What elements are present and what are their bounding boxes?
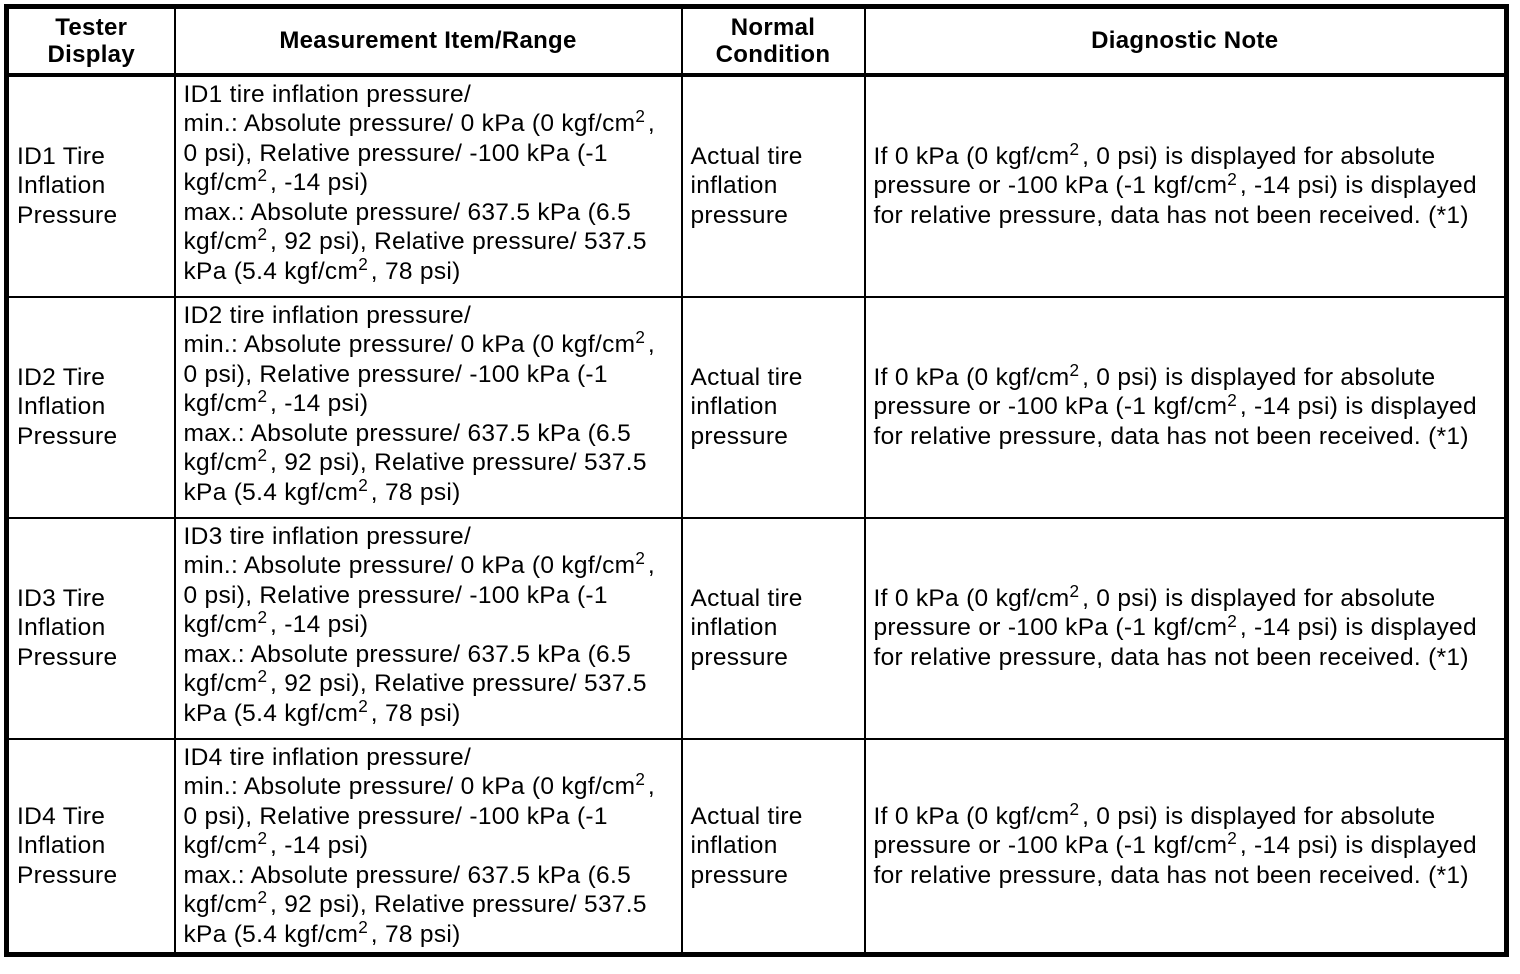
header-row: Tester Display Measurement Item/Range No… <box>5 5 1508 77</box>
table-row-id4: ID4 Tire Inflation Pressure ID4 tire inf… <box>5 737 1508 956</box>
cell-diagnostic-note: If 0 kPa (0 kgf/cm2, 0 psi) is displayed… <box>863 516 1508 740</box>
col-header-measurement-item-range: Measurement Item/Range <box>173 5 683 77</box>
cell-normal-condition: Actual tire inflation pressure <box>680 516 866 740</box>
col-header-normal-condition: Normal Condition <box>680 5 866 77</box>
cell-normal-condition: Actual tire inflation pressure <box>680 737 866 956</box>
table-body: ID1 Tire Inflation Pressure ID1 tire inf… <box>5 73 1508 956</box>
table-row-id1: ID1 Tire Inflation Pressure ID1 tire inf… <box>5 73 1508 298</box>
cell-tester-display: ID4 Tire Inflation Pressure <box>5 737 176 956</box>
cell-normal-condition: Actual tire inflation pressure <box>680 73 866 298</box>
cell-tester-display: ID1 Tire Inflation Pressure <box>5 73 176 298</box>
cell-measurement-item-range: ID4 tire inflation pressure/ min.: Absol… <box>173 737 683 956</box>
col-header-tester-display: Tester Display <box>5 5 176 77</box>
table-row-id2: ID2 Tire Inflation Pressure ID2 tire inf… <box>5 295 1508 519</box>
cell-tester-display: ID3 Tire Inflation Pressure <box>5 516 176 740</box>
table-row-id3: ID3 Tire Inflation Pressure ID3 tire inf… <box>5 516 1508 740</box>
cell-measurement-item-range: ID1 tire inflation pressure/ min.: Absol… <box>173 73 683 298</box>
cell-normal-condition: Actual tire inflation pressure <box>680 295 866 519</box>
cell-diagnostic-note: If 0 kPa (0 kgf/cm2, 0 psi) is displayed… <box>863 73 1508 298</box>
cell-measurement-item-range: ID2 tire inflation pressure/ min.: Absol… <box>173 295 683 519</box>
measurement-table: Tester Display Measurement Item/Range No… <box>4 4 1509 957</box>
cell-measurement-item-range: ID3 tire inflation pressure/ min.: Absol… <box>173 516 683 740</box>
cell-diagnostic-note: If 0 kPa (0 kgf/cm2, 0 psi) is displayed… <box>863 737 1508 956</box>
cell-diagnostic-note: If 0 kPa (0 kgf/cm2, 0 psi) is displayed… <box>863 295 1508 519</box>
table-header: Tester Display Measurement Item/Range No… <box>5 5 1508 77</box>
col-header-diagnostic-note: Diagnostic Note <box>863 5 1508 77</box>
cell-tester-display: ID2 Tire Inflation Pressure <box>5 295 176 519</box>
